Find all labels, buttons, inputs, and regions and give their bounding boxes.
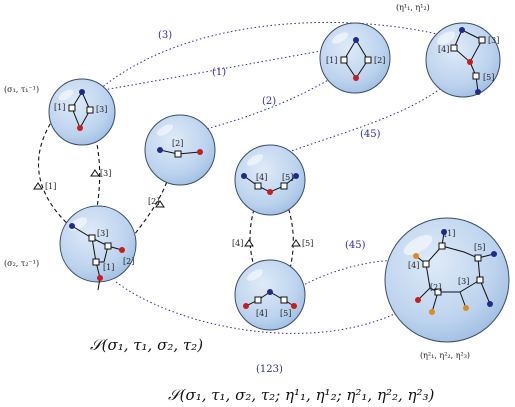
- vertex-label: [1]: [103, 263, 114, 272]
- dashed-label-2: [2]: [148, 197, 159, 206]
- link-label-45-bottom: (45): [345, 240, 366, 251]
- vertex-label: [1]: [444, 229, 455, 238]
- vertex-label: [5]: [280, 309, 291, 318]
- bubble-highlights: [58, 31, 456, 281]
- vertex-label: [3]: [458, 277, 469, 286]
- vertex-label: [2]: [123, 257, 134, 266]
- red-node: [291, 303, 297, 309]
- orange-node: [463, 305, 469, 311]
- square-vertex: [280, 296, 288, 304]
- link-label-1: (1): [212, 67, 226, 78]
- square-vertex: [438, 242, 446, 250]
- vertex-label: [4]: [438, 45, 449, 54]
- red-node: [267, 189, 273, 195]
- square-vertex: [104, 242, 112, 250]
- red-node: [353, 75, 359, 81]
- vertex-label: [1]: [54, 103, 65, 112]
- dashed-label-3: [3]: [100, 169, 111, 178]
- square-vertex: [254, 296, 262, 304]
- vertex-label: [2]: [430, 283, 441, 292]
- orange-node: [413, 253, 419, 259]
- label-sigma2: (σ₂, τ₂⁻¹): [4, 259, 39, 268]
- triangle-marker-5: [291, 239, 301, 247]
- blue-node: [441, 229, 447, 235]
- link-1: [91, 47, 339, 93]
- blue-node: [459, 27, 465, 33]
- vertex-label: [4]: [256, 309, 267, 318]
- square-vertex: [340, 56, 348, 64]
- link-label-123: (123): [256, 364, 283, 375]
- vertex-label: [3]: [96, 105, 107, 114]
- blue-node: [69, 223, 75, 229]
- square-vertex: [254, 182, 262, 190]
- blue-node: [491, 251, 497, 257]
- blue-node: [79, 89, 85, 95]
- blue-node: [267, 289, 273, 295]
- square-vertex: [68, 104, 76, 112]
- caption-middle: 𝒮(σ₁, τ₁, σ₂, τ₂): [90, 336, 203, 354]
- vertex-label: [3]: [97, 229, 108, 238]
- square-vertex: [86, 106, 94, 114]
- square-vertex: [476, 276, 484, 284]
- square-vertex: [174, 150, 182, 158]
- red-node: [197, 149, 203, 155]
- triangle-marker-3: [90, 169, 100, 177]
- triangle-marker-1: [33, 182, 43, 190]
- red-node: [97, 275, 103, 281]
- link-label-45-top: (45): [360, 129, 381, 140]
- square-vertex: [88, 234, 96, 242]
- vertex-label: [5]: [474, 243, 485, 252]
- blue-node: [487, 301, 493, 307]
- vertex-label: [2]: [172, 139, 183, 148]
- blue-node: [353, 37, 359, 43]
- vertex-label: [2]: [374, 56, 385, 65]
- bubble-vertex-2: [144, 114, 216, 186]
- triangle-markers: [33, 169, 301, 247]
- label-sigma1: (σ₁, τ₁⁻¹): [4, 85, 39, 94]
- square-vertex: [472, 72, 480, 80]
- bubble-eta1: [425, 22, 501, 98]
- square-vertex: [478, 36, 486, 44]
- red-node: [467, 59, 473, 65]
- square-vertex: [280, 182, 288, 190]
- blue-node: [241, 173, 247, 179]
- red-node: [77, 125, 83, 131]
- square-vertex: [474, 254, 482, 262]
- caption-bottom: 𝒮(σ₁, τ₁, σ₂, τ₂; η¹₁, η¹₂; η²₁, η²₂, η²…: [168, 386, 435, 404]
- triangle-marker-2: [155, 200, 165, 208]
- square-vertex: [434, 288, 442, 296]
- orange-node: [429, 309, 435, 315]
- square-vertex: [364, 56, 372, 64]
- red-node: [243, 303, 249, 309]
- red-node: [119, 247, 125, 253]
- triangle-marker-4: [244, 239, 254, 247]
- link-45-top: [261, 85, 445, 163]
- bubble-vertex-4-5-top: [234, 144, 306, 216]
- vertex-label: [5]: [282, 173, 293, 182]
- vertex-label: [3]: [488, 36, 499, 45]
- dashed-label-1: [1]: [45, 182, 56, 191]
- blue-node: [157, 147, 163, 153]
- vertex-label: [4]: [256, 173, 267, 182]
- blue-node: [293, 173, 299, 179]
- link-3: [79, 22, 461, 109]
- link-label-3: (3): [158, 30, 172, 41]
- link-123: [115, 281, 421, 334]
- label-eta1: (η¹₁, η¹₂): [396, 3, 430, 12]
- square-vertex: [422, 260, 430, 268]
- label-eta2: (η²₁, η²₂, η²₃): [420, 351, 470, 360]
- blue-node: [475, 89, 481, 95]
- square-vertex: [450, 44, 458, 52]
- dashed-label-5: [5]: [302, 239, 313, 248]
- vertex-label: [1]: [326, 56, 337, 65]
- dashed-label-4: [4]: [232, 239, 243, 248]
- red-node: [415, 297, 421, 303]
- square-vertex: [92, 258, 100, 266]
- vertex-label: [4]: [408, 261, 419, 270]
- vertex-label: [5]: [483, 73, 494, 82]
- link-label-2: (2): [262, 96, 276, 107]
